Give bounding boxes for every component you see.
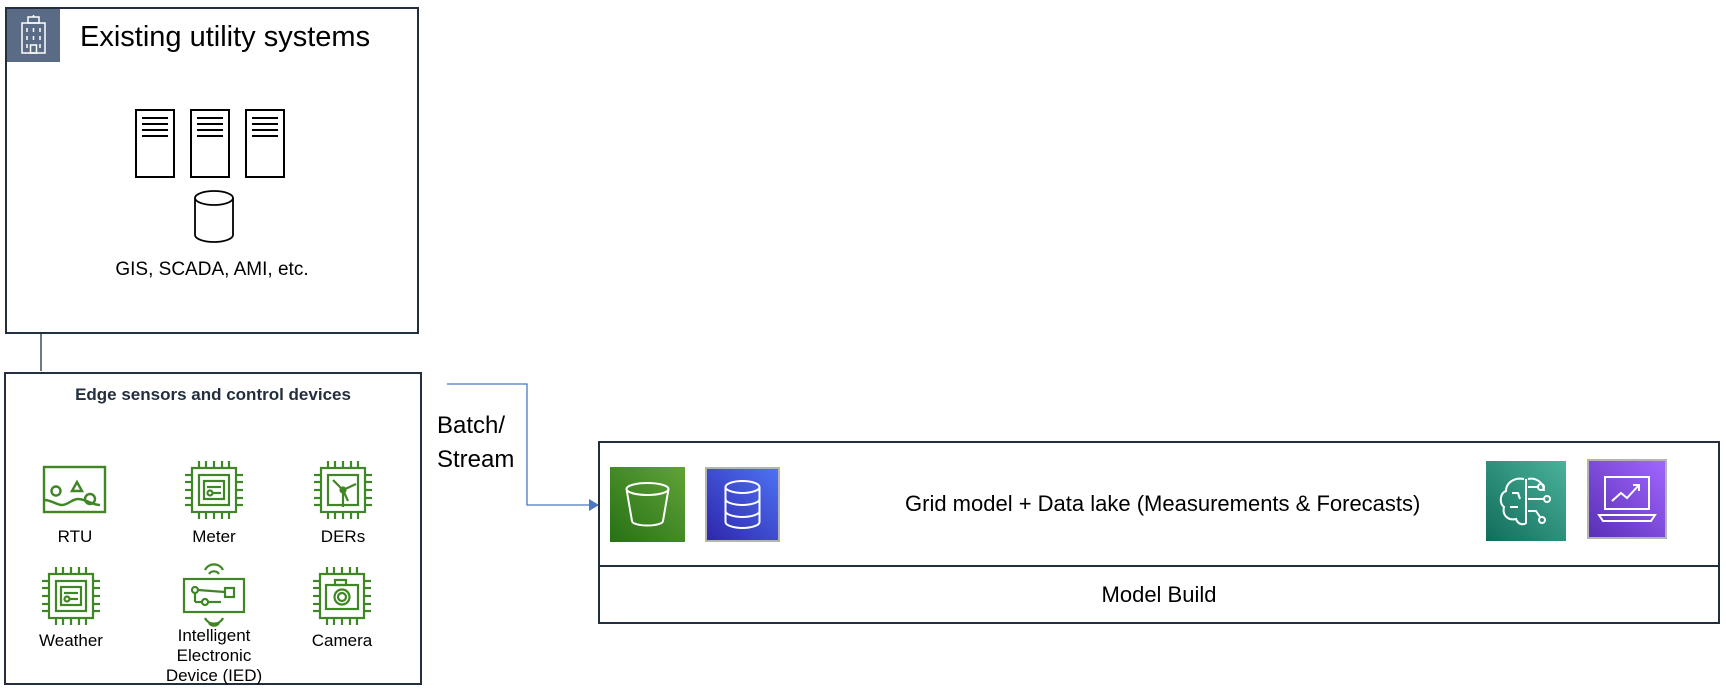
model-build-bar: Model Build <box>598 565 1720 624</box>
edge-devices-box: Edge sensors and control devices RTU Met… <box>4 372 422 685</box>
meter-chip-icon <box>185 461 243 519</box>
database-icon <box>705 467 780 542</box>
camera-chip-icon <box>313 567 371 625</box>
stream-label: Stream <box>437 446 515 473</box>
batch-label: Batch/ <box>437 412 506 439</box>
s3-bucket-icon <box>610 467 685 542</box>
database-cylinder-icon <box>194 190 234 243</box>
device-label-camera: Camera <box>311 631 373 650</box>
device-label-ders: DERs <box>320 527 366 546</box>
batch-stream-label: Batch/ Stream <box>437 409 514 477</box>
device-label-rtu: RTU <box>57 527 93 546</box>
model-build-label: Model Build <box>1101 582 1217 607</box>
utility-systems-title: Existing utility systems <box>80 21 371 53</box>
building-icon <box>7 9 60 62</box>
device-label-ied: Intelligent Electronic Device (IED) <box>165 626 263 685</box>
edge-devices-title: Edge sensors and control devices <box>75 385 351 404</box>
rtu-map-icon <box>42 465 107 514</box>
der-turbine-icon <box>314 461 372 519</box>
utility-systems-box: Existing utility systems GIS, SCADA, AMI… <box>5 7 419 334</box>
ied-circuit-icon <box>182 563 246 627</box>
grid-model-box: Grid model + Data lake (Measurements & F… <box>598 441 1720 567</box>
weather-chip-icon <box>42 567 100 625</box>
grid-model-title: Grid model + Data lake (Measurements & F… <box>905 491 1421 516</box>
utility-systems-label: GIS, SCADA, AMI, etc. <box>115 259 309 280</box>
server-rack-icon <box>135 109 285 178</box>
analytics-laptop-icon <box>1587 459 1667 539</box>
batch-stream-connector <box>447 383 589 506</box>
device-label-weather: Weather <box>39 631 103 650</box>
batch-stream-arrowhead <box>589 499 599 511</box>
device-label-meter: Meter <box>192 527 236 546</box>
ml-brain-icon <box>1486 461 1566 541</box>
